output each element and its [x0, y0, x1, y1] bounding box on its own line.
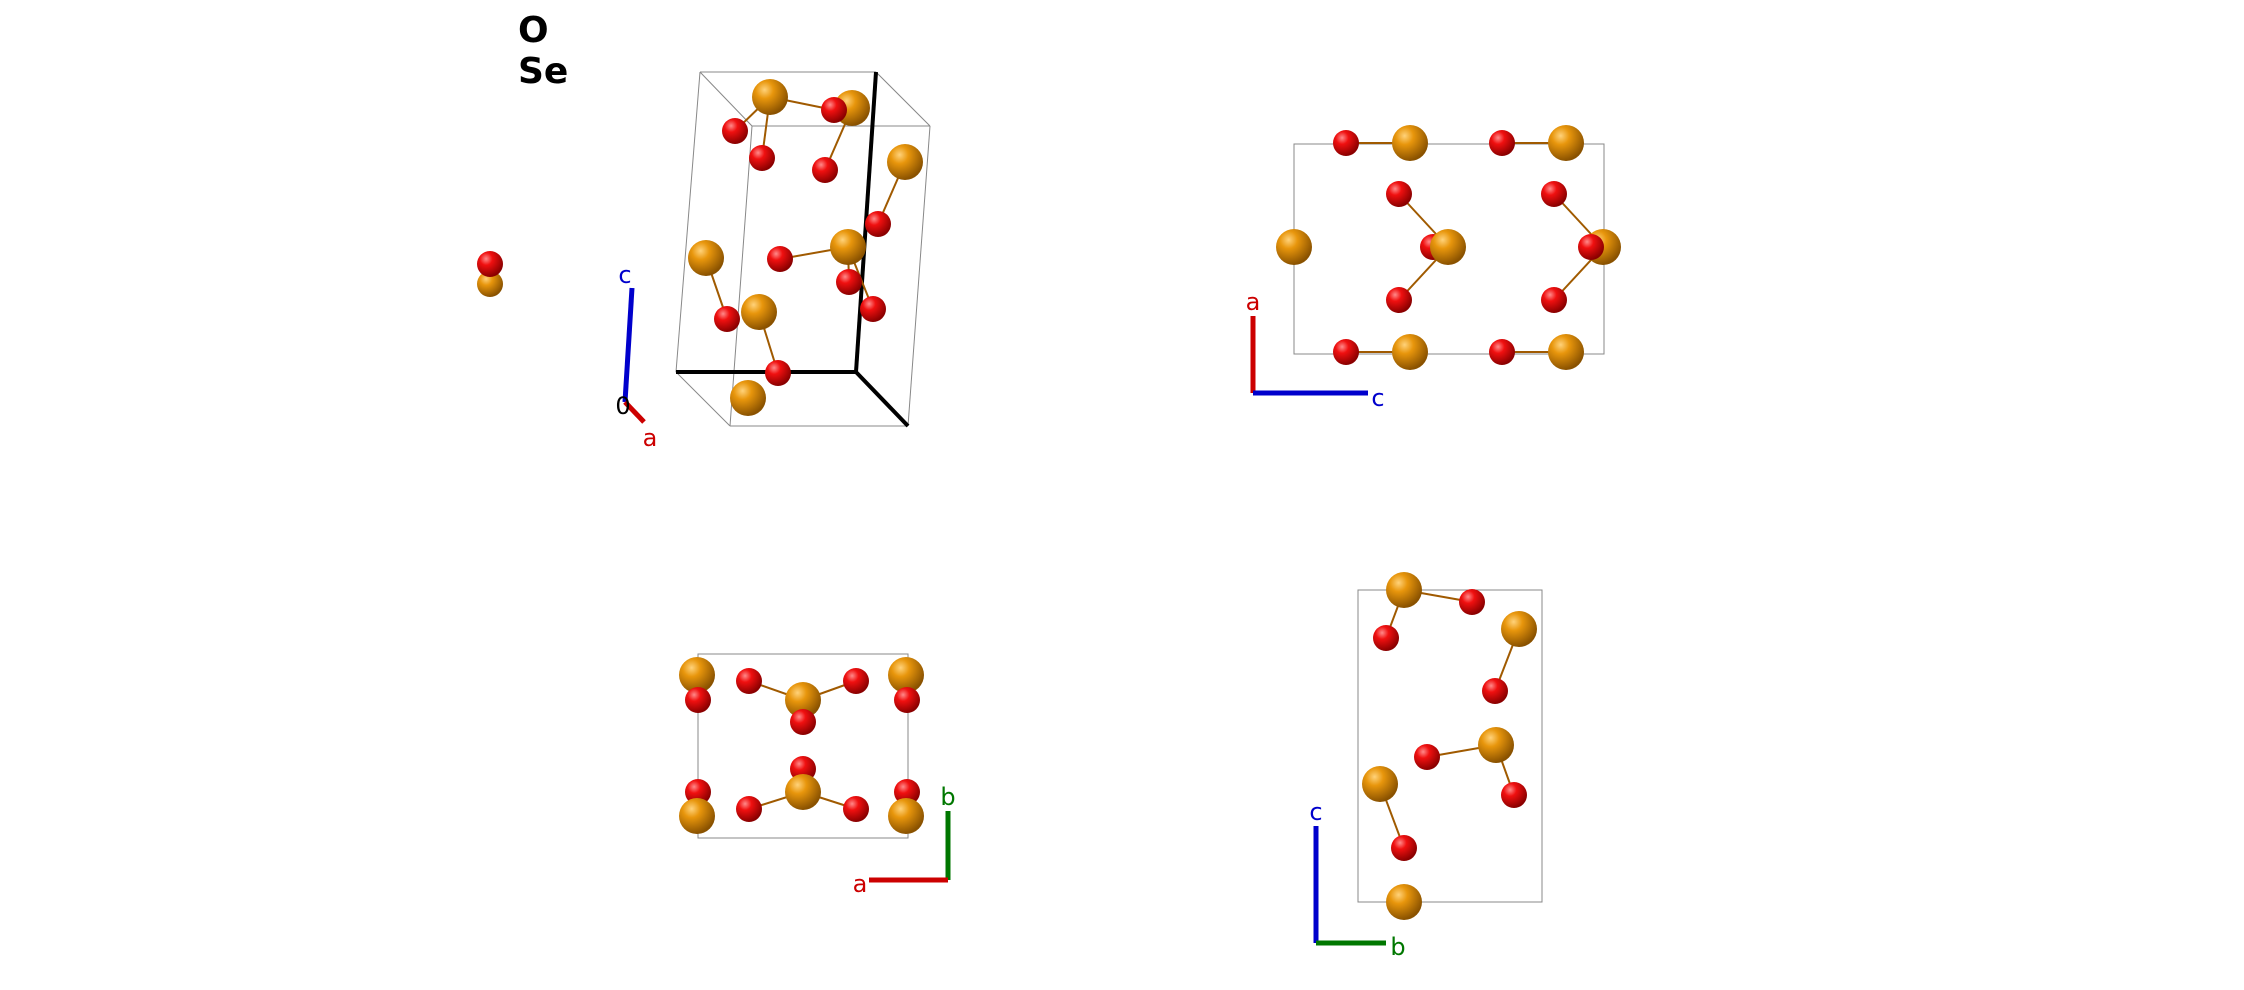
- axis-label-a: a: [643, 424, 658, 452]
- atoms: [688, 79, 923, 416]
- legend-atom-se: [477, 271, 503, 297]
- axis-label-b: b: [940, 783, 955, 811]
- axis-label-c: c: [1371, 384, 1384, 412]
- axis-label-origin: 0: [615, 392, 630, 420]
- axis-label-c: c: [1309, 798, 1322, 826]
- axis-triad-bc: c b: [1309, 798, 1405, 961]
- legend-atom-o: [477, 251, 503, 277]
- axis-label-b: b: [1390, 933, 1405, 961]
- unit-cell-box: [1357, 589, 1543, 903]
- unit-cell-box: [675, 71, 931, 427]
- bonds: [1379, 589, 1520, 849]
- bonds: [1346, 142, 1604, 353]
- legend-label-se: Se: [518, 51, 568, 92]
- unit-cell-box: [697, 653, 909, 839]
- view-along-b: a c: [1246, 125, 1621, 412]
- atoms: [679, 657, 924, 834]
- view-along-a: c b: [1309, 572, 1543, 961]
- atoms: [1276, 125, 1621, 370]
- legend: O Se: [477, 10, 568, 297]
- legend-label-o: O: [518, 10, 549, 51]
- perspective-view: c 0 a: [615, 71, 931, 452]
- axis-label-a: a: [1246, 288, 1261, 316]
- axis-triad-ac: a c: [1246, 288, 1385, 412]
- axis-triad-perspective: c 0 a: [615, 261, 657, 452]
- axis-label-c: c: [618, 261, 631, 289]
- atoms: [1362, 572, 1537, 920]
- view-along-c: b a: [679, 653, 956, 898]
- axis-label-a: a: [853, 870, 868, 898]
- axis-triad-ab: b a: [853, 783, 956, 898]
